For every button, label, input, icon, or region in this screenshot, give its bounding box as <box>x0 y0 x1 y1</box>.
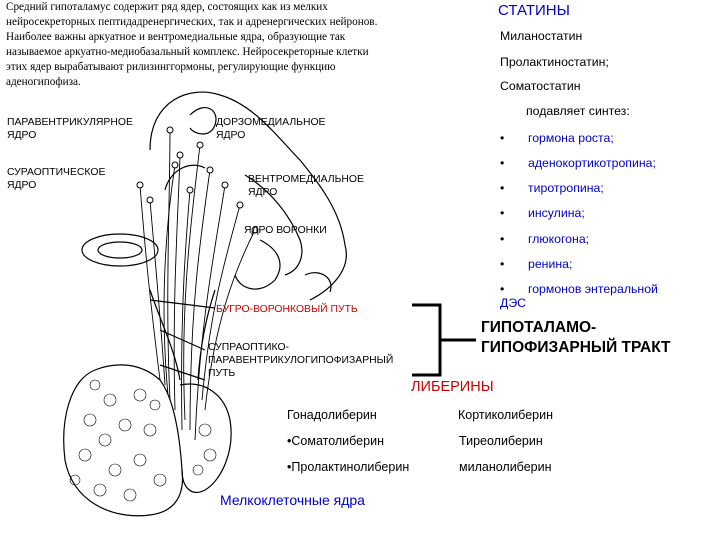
hormone-item: •глюкогона; <box>500 232 590 246</box>
intro-line: Наиболее важны аркуатное и вентромедиаль… <box>6 31 346 43</box>
liberins-title: ЛИБЕРИНЫ <box>411 379 494 395</box>
intro-line: называемое аркуатно-медиобазальный компл… <box>6 46 369 58</box>
label-ventromedial: ВЕНТРОМЕДИАЛЬНОЕ ЯДРО <box>248 174 364 198</box>
intro-line: этих ядер вырабатывают рилизинггормоны, … <box>6 61 336 73</box>
bullet: • <box>500 282 505 296</box>
bullet: • <box>500 131 505 145</box>
intro-line: нейросекреторных пептидадренергических, … <box>6 16 378 28</box>
intro-line: Средний гипоталамус содержит ряд ядер, с… <box>6 1 328 13</box>
bullet: • <box>500 232 505 246</box>
intro-line: аденогипофиза. <box>6 76 81 88</box>
optic-chiasm <box>81 233 159 267</box>
liberin-item: миланолиберин <box>459 460 552 474</box>
liberin-item: Кортиколиберин <box>458 408 553 422</box>
statins-title: СТАТИНЫ <box>498 2 570 19</box>
hormone-item: •тиротропина; <box>500 181 604 195</box>
statin-item: Соматостатин <box>500 79 581 93</box>
bullet: • <box>500 257 505 271</box>
liberin-item: Гонадолиберин <box>287 408 377 422</box>
statin-item: Пролактиностатин; <box>500 55 609 69</box>
label-paraventricular: ПАРАВЕНТРИКУЛЯРНОЕ ЯДРО <box>7 117 133 141</box>
liberin-item: •Пролактинолиберин <box>287 460 410 474</box>
hormone-item: •гормонов энтеральной <box>500 282 658 296</box>
hormone-item: •инсулина; <box>500 206 585 220</box>
hormone-item: •ренина; <box>500 257 573 271</box>
label-supraoptic-path: СУПРАОПТИКО- ПАРАВЕНТРИКУЛОГИПОФИЗАРНЫЙ … <box>208 342 394 379</box>
tract-bracket <box>412 303 442 377</box>
suppresses-label: подавляет синтез: <box>526 104 630 118</box>
label-supraoptic: СУРАОПТИЧЕСКОЕ ЯДРО <box>7 167 106 191</box>
label-tubero-infundibular: БУГРО-ВОРОНКОВЫЙ ПУТЬ <box>216 304 358 315</box>
bullet: • <box>500 156 505 170</box>
anterior-pituitary <box>63 364 184 517</box>
label-dorsomedial: ДОРЗОМЕДИАЛЬНОЕ ЯДРО <box>216 117 326 141</box>
hormone-item: •аденокортикотропина; <box>500 156 656 170</box>
liberin-item: •Соматолиберин <box>287 434 384 448</box>
bullet: • <box>500 181 505 195</box>
intro-paragraph: Средний гипоталамус содержит ряд ядер, с… <box>6 0 484 90</box>
posterior-pituitary <box>179 383 232 493</box>
hormone-item: •гормона роста; <box>500 131 614 145</box>
liberin-item: Тиреолиберин <box>459 434 543 448</box>
hypothalamus-outline <box>149 91 347 301</box>
statin-item: Миланостатин <box>500 29 583 43</box>
hormone-tail: ДЭС <box>500 296 527 310</box>
bullet: • <box>500 206 505 220</box>
hypothalamo-pituitary-tract: ГИПОТАЛАМО- ГИПОФИЗАРНЫЙ ТРАКТ <box>481 319 671 356</box>
label-infundibular: ЯДРО ВОРОНКИ <box>244 225 327 236</box>
small-nuclei-caption: Мелкоклеточные ядра <box>220 492 365 508</box>
